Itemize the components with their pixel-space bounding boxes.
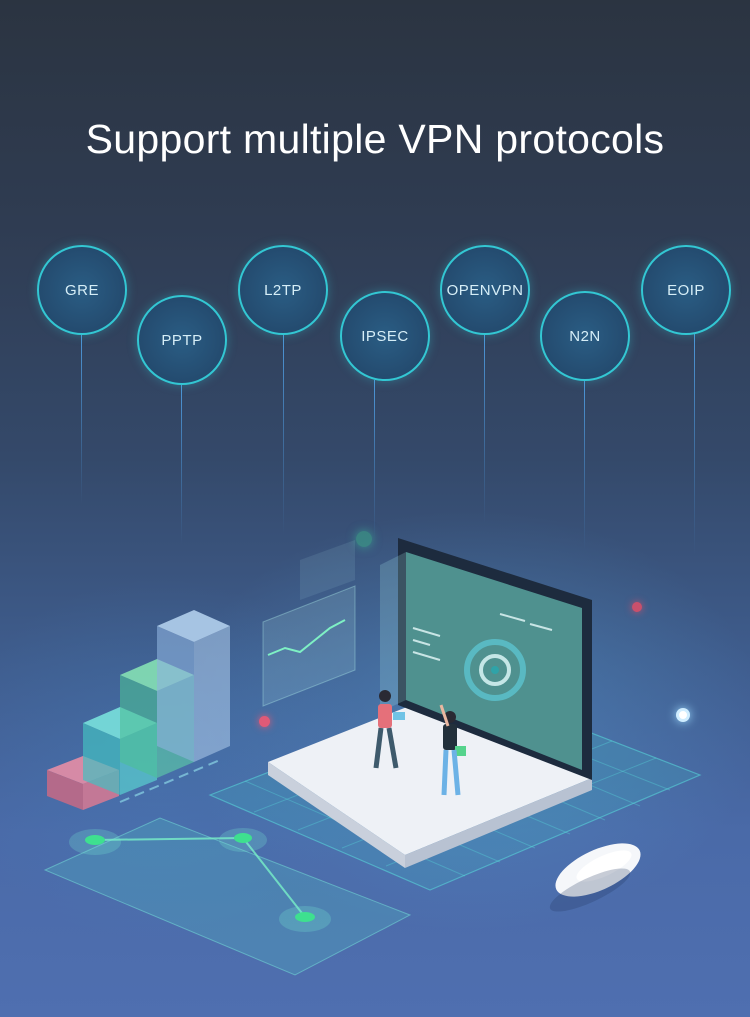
page-title: Support multiple VPN protocols [85,116,665,162]
floating-chart-line [267,619,346,656]
person-right [439,704,466,796]
decorative-dot-white [676,708,690,722]
decorative-dot-red [259,716,270,727]
protocol-bubble-openvpn: OPENVPN [440,245,530,335]
protocol-stem-l2tp [283,334,284,534]
protocol-label: L2TP [264,281,302,299]
protocol-stem-gre [81,334,82,504]
protocol-stem-n2n [584,380,585,550]
radar-graphic [464,639,526,701]
network-floor [43,817,412,976]
protocol-label: OPENVPN [446,281,524,299]
decorative-dot-teal [356,531,372,547]
mouse [549,843,641,912]
protocol-bubble-ipsec: IPSEC [340,291,430,381]
protocol-label: GRE [64,281,99,299]
protocol-stem-eoip [694,334,695,554]
protocol-stem-openvpn [484,334,485,524]
protocol-label: IPSEC [361,327,409,345]
protocol-bubble-l2tp: L2TP [238,245,328,335]
protocol-bubble-n2n: N2N [540,291,630,381]
protocol-bubble-pptp: PPTP [137,295,227,385]
bar-blocks [47,610,230,810]
protocol-label: EOIP [667,281,705,299]
decorative-dot-red [632,602,642,612]
network-nodes [69,828,331,932]
protocol-label: N2N [569,327,601,345]
person-left [373,690,405,769]
protocol-bubble-eoip: EOIP [641,245,731,335]
protocol-stem-ipsec [374,380,375,540]
protocol-label: PPTP [161,331,203,349]
protocol-bubble-gre: GRE [37,245,127,335]
protocol-stem-pptp [181,384,182,544]
